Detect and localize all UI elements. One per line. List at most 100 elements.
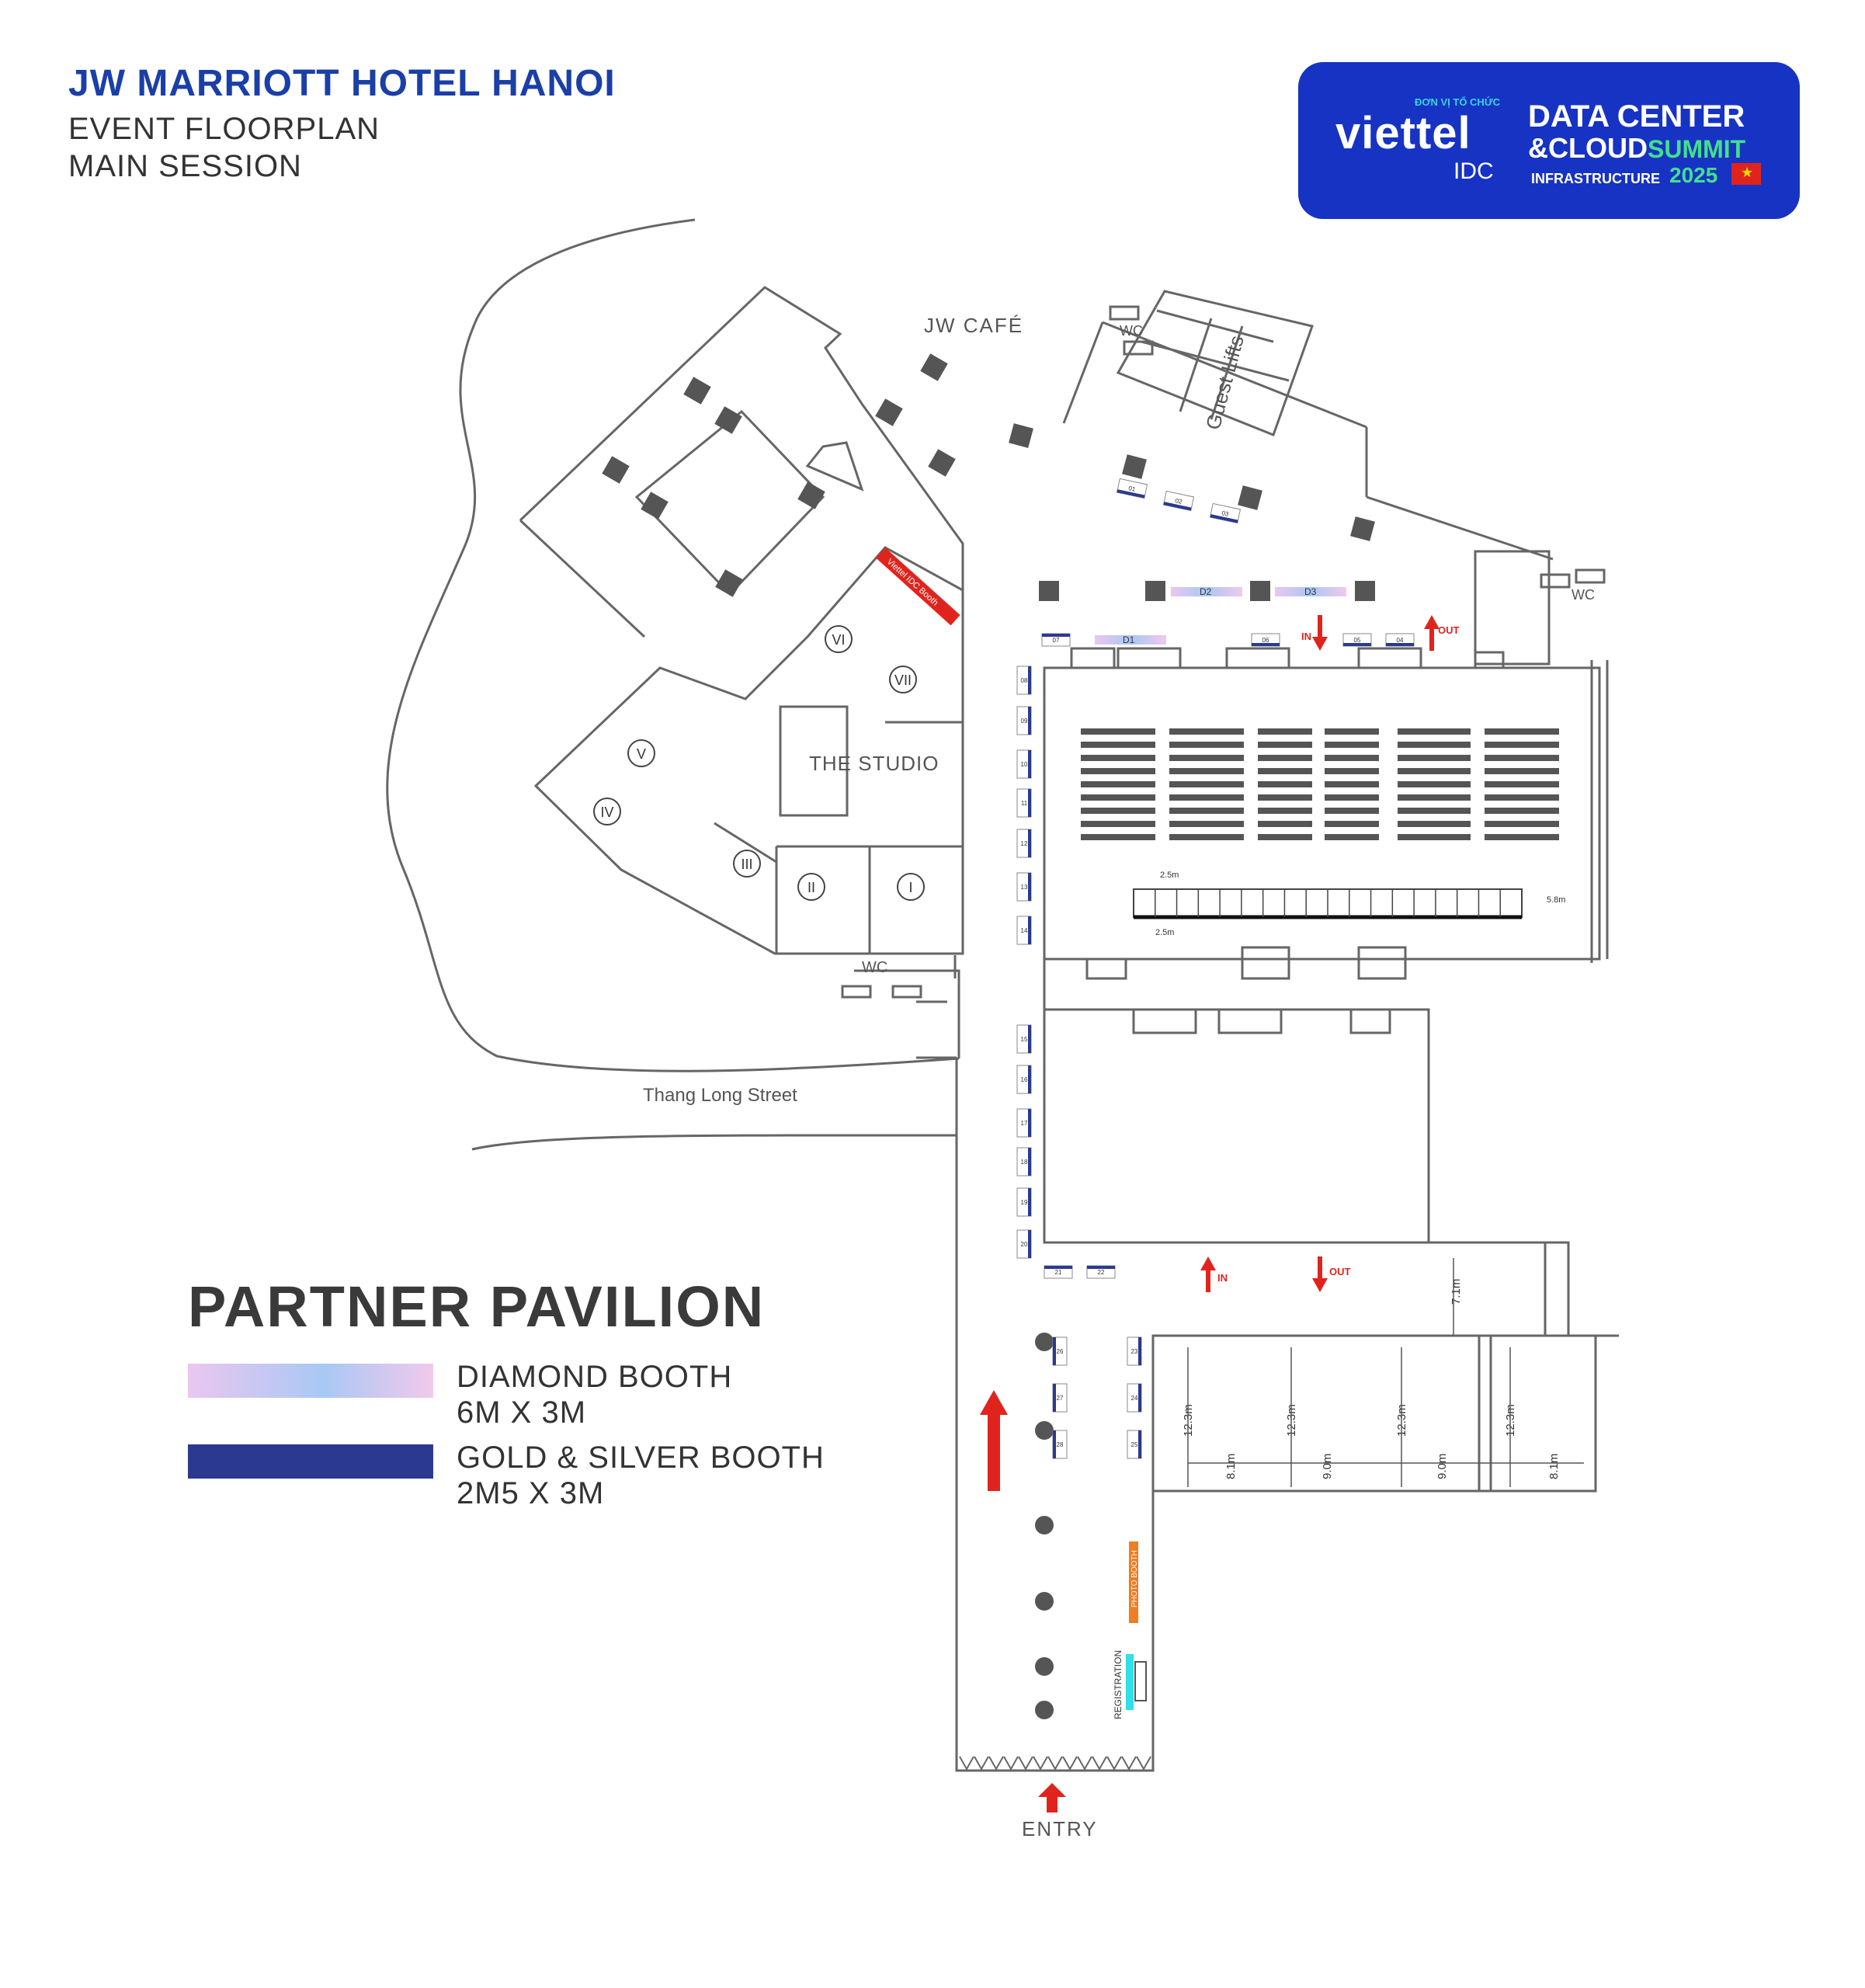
wc-label-studio: WC	[862, 959, 887, 976]
room-vii-label: VII	[894, 673, 912, 688]
entry-door	[1033, 1756, 1048, 1771]
logo-brand-sub: IDC	[1453, 158, 1494, 184]
seat-row	[1258, 742, 1312, 748]
booth-13: 13	[1016, 872, 1032, 902]
seat-row	[1398, 728, 1471, 735]
corridor-arrow-icon	[980, 1390, 1008, 1491]
entry-door	[988, 1756, 1004, 1771]
booth-09: 09	[1016, 706, 1032, 735]
room-vi-label: VI	[832, 632, 845, 648]
stage-dim-right: 5.8m	[1547, 895, 1565, 905]
guest-lifts-label: Guest Lifts	[1201, 333, 1249, 433]
dim-9-0m-b: 9.0m	[1436, 1454, 1449, 1479]
booth-03: 03	[1209, 502, 1242, 524]
lobby-stairs	[805, 441, 864, 492]
seat-row	[1398, 794, 1471, 801]
west-block-lower	[519, 519, 646, 638]
entry-door	[1003, 1756, 1019, 1771]
seat-row	[1485, 742, 1559, 748]
legend-diamond-name: DIAMOND BOOTH	[457, 1360, 733, 1394]
logo-year: 2025	[1669, 163, 1718, 187]
vietnam-flag-icon	[1731, 163, 1761, 185]
seat-row	[1485, 794, 1559, 801]
booth-04: 04	[1385, 633, 1415, 647]
out-label-bottom: OUT	[1329, 1266, 1351, 1277]
seat-row	[1398, 755, 1471, 761]
label-d3: D3	[1304, 586, 1317, 597]
wc-label-north: WC	[1120, 323, 1143, 339]
booth-number: 02	[1175, 497, 1183, 506]
room-v-label: V	[637, 746, 646, 762]
west-block	[519, 286, 964, 637]
seat-row	[1081, 755, 1155, 761]
entry-door	[959, 1756, 974, 1771]
photo-booth-label: PHOTO BOOTH	[1130, 1550, 1139, 1607]
booth-number: 10	[1021, 761, 1028, 768]
entry-label: ENTRY	[1022, 1817, 1098, 1840]
seat-row	[1485, 768, 1559, 774]
legend-diamond-text: DIAMOND BOOTH 6M X 3M	[457, 1359, 732, 1430]
logo-event-line2: &CLOUDSUMMIT	[1528, 132, 1745, 165]
booth-number: 26	[1057, 1348, 1064, 1355]
out-arrow-bottom-icon	[1312, 1256, 1328, 1292]
booth-number: 28	[1057, 1441, 1064, 1448]
entry-door	[1136, 1756, 1151, 1771]
lift-block	[1116, 290, 1314, 436]
seat-row	[1398, 821, 1471, 827]
logo-cloud: &CLOUD	[1528, 132, 1648, 164]
booth-number: 07	[1053, 637, 1060, 644]
booth-26: 26	[1052, 1336, 1068, 1366]
booth-number: 08	[1021, 677, 1028, 684]
room-iv-label: IV	[600, 805, 613, 820]
booth-number: 20	[1021, 1241, 1028, 1248]
seat-row	[1258, 821, 1312, 827]
seat-row	[1169, 821, 1244, 827]
in-label-top: IN	[1301, 631, 1311, 642]
seat-row	[1325, 794, 1379, 801]
seat-row	[1169, 794, 1244, 801]
dim-9-0m-a: 9.0m	[1321, 1454, 1334, 1479]
dim-8-1m-b: 8.1m	[1547, 1454, 1561, 1479]
seat-row	[1081, 768, 1155, 774]
seat-row	[1325, 834, 1379, 840]
label-d1: D1	[1123, 634, 1135, 645]
seat-row	[1485, 728, 1559, 735]
street-line-bottom	[471, 1134, 957, 1151]
logo-organizer: ĐƠN VỊ TỔ CHỨC	[1415, 96, 1500, 108]
stage-dim-left: 2.5m	[1160, 871, 1179, 880]
booth-27: 27	[1052, 1383, 1068, 1413]
seat-row	[1169, 808, 1244, 814]
seat-row	[1169, 834, 1244, 840]
booth-number: 06	[1262, 637, 1269, 644]
lobby-square	[634, 409, 825, 596]
in-arrow-top-icon	[1312, 615, 1328, 651]
event-logo: ĐƠN VỊ TỔ CHỨC viettel IDC DATA CENTER &…	[1298, 62, 1800, 219]
entry-door	[1047, 1756, 1063, 1771]
in-arrow-bottom-icon	[1200, 1256, 1216, 1292]
registration-desk	[1126, 1654, 1134, 1710]
entry-door	[974, 1756, 989, 1771]
seat-row	[1169, 742, 1244, 748]
seat-row	[1325, 808, 1379, 814]
seat-row	[1258, 794, 1312, 801]
booth-07: 07	[1041, 633, 1071, 647]
seat-row	[1258, 768, 1312, 774]
booth-25: 25	[1127, 1430, 1142, 1459]
main-stage	[1133, 888, 1523, 919]
out-label-top: OUT	[1438, 624, 1460, 636]
booth-number: 22	[1098, 1269, 1105, 1276]
booth-number: 01	[1128, 485, 1137, 493]
booth-number: 12	[1021, 840, 1028, 847]
entry-door	[1077, 1756, 1092, 1771]
booth-number: 17	[1021, 1120, 1028, 1127]
booth-15: 15	[1016, 1024, 1032, 1054]
booth-28: 28	[1052, 1430, 1068, 1459]
ballroom-seating	[1081, 728, 1559, 840]
legend-title: PARTNER PAVILION	[188, 1274, 766, 1339]
entry-door	[1092, 1756, 1107, 1771]
entry-door	[1062, 1756, 1078, 1771]
label-d2: D2	[1200, 586, 1212, 597]
viettel-booth-label: Viettel IDC Booth	[885, 557, 940, 607]
booth-number: 14	[1021, 927, 1028, 934]
